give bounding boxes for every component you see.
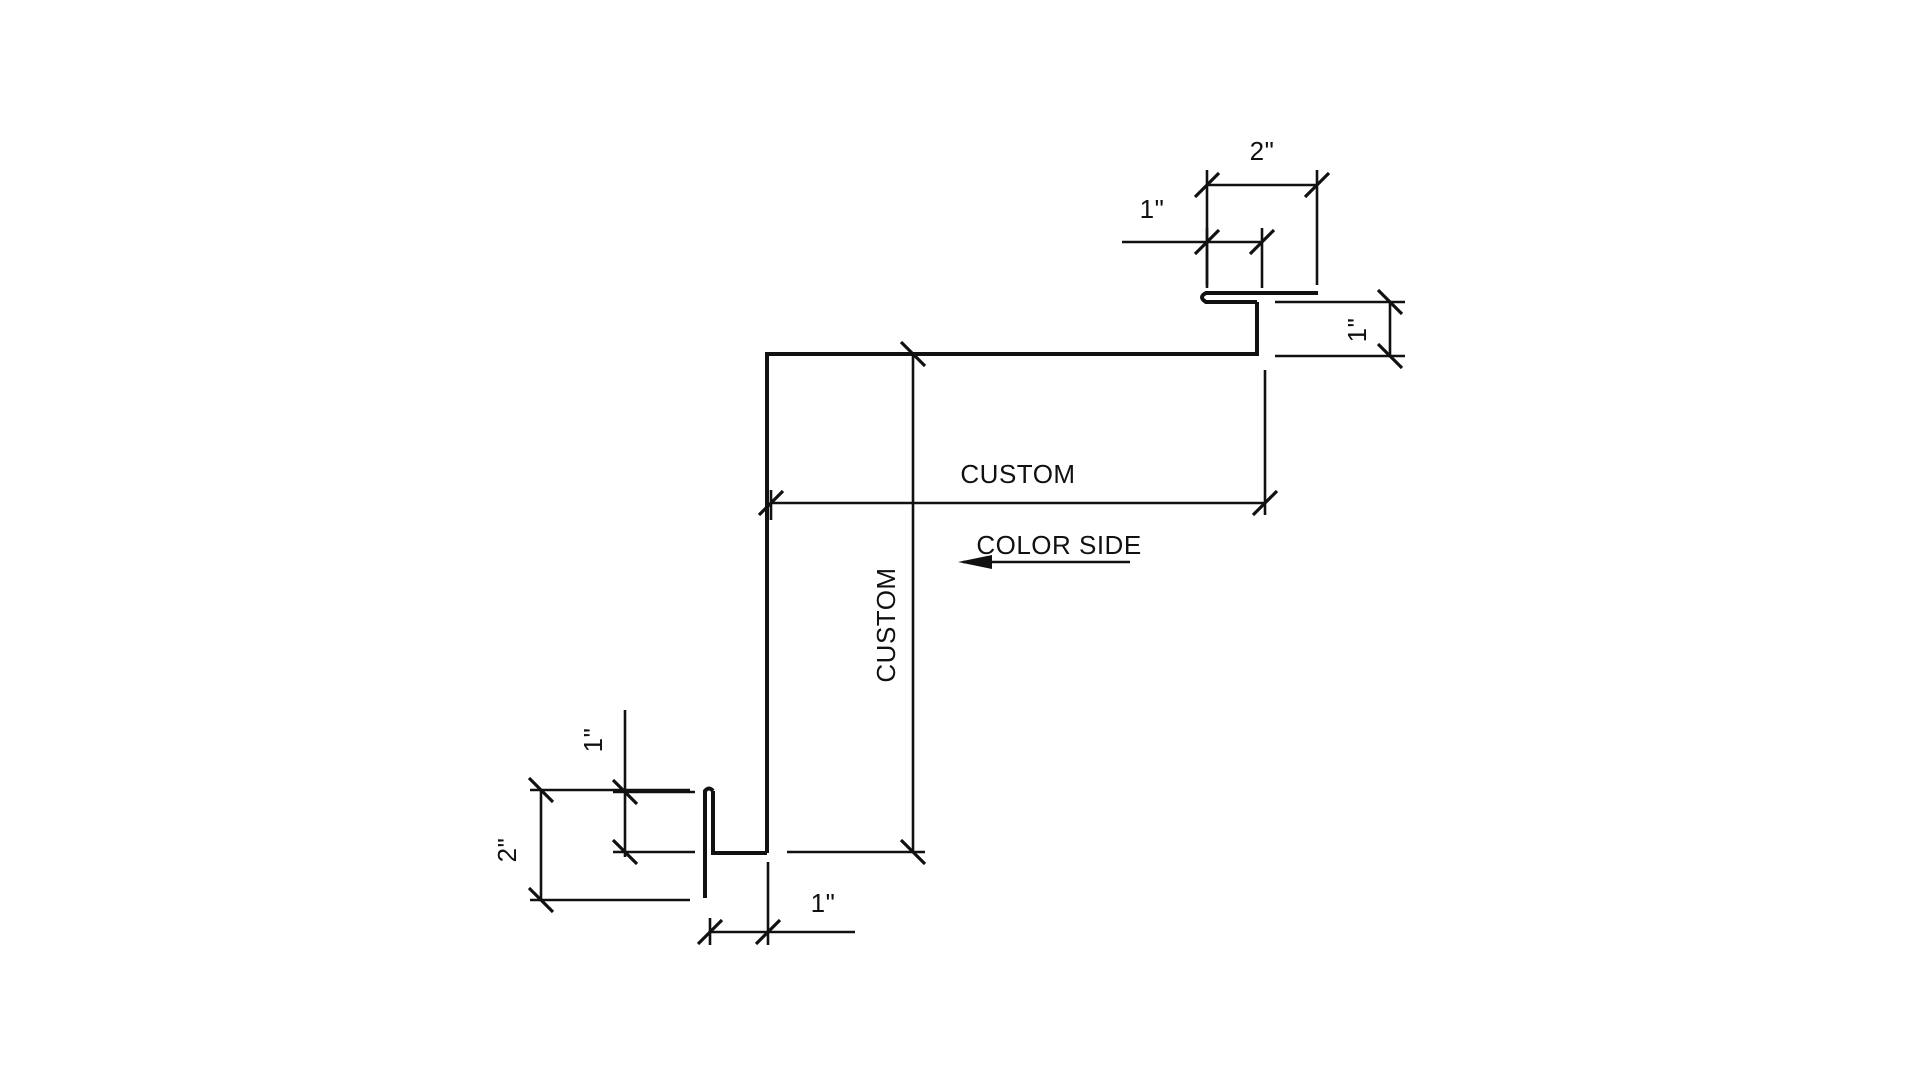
profile-bottom-run xyxy=(711,791,767,855)
dimension-vertical-run-label: CUSTOM xyxy=(871,567,901,682)
dimension-bottom-leg: 2" xyxy=(492,776,690,914)
color-side-indicator: COLOR SIDE xyxy=(958,530,1141,569)
arrow-left-icon xyxy=(958,555,992,569)
dimension-top-drop: 1" xyxy=(1275,288,1405,370)
dimension-bottom-offset-label: 1" xyxy=(811,888,836,918)
profile-bottom-hem xyxy=(703,786,715,898)
profile-top-run xyxy=(765,302,1259,853)
dimension-top-width: 2" xyxy=(1193,136,1331,285)
dimension-horizontal-run: CUSTOM xyxy=(757,370,1279,520)
dimension-top-hem-label: 1" xyxy=(1140,194,1165,224)
dimension-top-hem: 1" xyxy=(1122,194,1276,288)
dimension-bottom-hem-label: 1" xyxy=(578,728,608,753)
dimension-top-width-label: 2" xyxy=(1250,136,1275,166)
dimension-bottom-leg-label: 2" xyxy=(492,838,522,863)
dimension-bottom-hem: 1" xyxy=(578,710,695,866)
dimension-horizontal-run-label: CUSTOM xyxy=(960,459,1075,489)
color-side-label: COLOR SIDE xyxy=(976,530,1141,560)
dimension-bottom-offset: 1" xyxy=(696,862,855,946)
dimension-vertical-run: CUSTOM xyxy=(787,340,927,866)
part-profile xyxy=(703,291,1318,898)
profile-top-hem xyxy=(1200,291,1318,304)
dimension-top-drop-label: 1" xyxy=(1342,318,1372,343)
